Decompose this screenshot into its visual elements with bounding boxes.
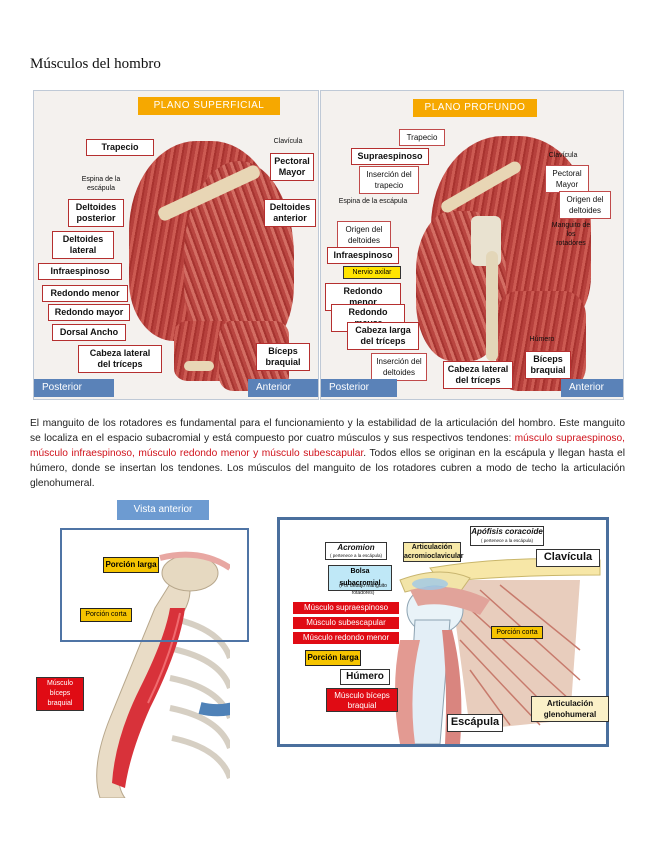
label-biceps-braquial: Bíceps braquial <box>256 343 310 371</box>
label-deltoides-anterior: Deltoides anterior <box>264 199 316 227</box>
label-musculo-redondo-menor: Músculo redondo menor <box>293 632 399 644</box>
label-origen-deltoides-left: Origen del deltoides <box>337 221 391 249</box>
superficial-footer-posterior: Posterior <box>34 379 114 397</box>
label-pectoral-mayor-deep: Pectoral Mayor <box>545 165 589 193</box>
superficial-footer-anterior: Anterior <box>248 379 319 397</box>
apofisis-title: Apófisis coracoide <box>471 527 543 536</box>
label-infraespinoso: Infraespinoso <box>38 263 122 280</box>
label-deltoides-lateral: Deltoides lateral <box>52 231 114 259</box>
label-infraespinoso-deep: Infraespinoso <box>327 247 399 264</box>
superficial-plane-panel: PLANO SUPERFICIAL Trapecio Clavícula Pec… <box>33 90 319 400</box>
label-origen-deltoides-right: Origen del deltoides <box>559 191 611 219</box>
label-musculo-supraespinoso: Músculo supraespinoso <box>293 602 399 614</box>
label-porcion-larga-left: Porción larga <box>103 557 159 573</box>
page-title: Músculos del hombro <box>30 56 161 73</box>
label-clavicula: Clavícula <box>268 137 308 146</box>
label-supraespinoso: Supraespinoso <box>351 148 429 165</box>
label-espina-escapula-deep: Espina de la escápula <box>335 197 411 206</box>
rotator-cuff-paragraph: El manguito de los rotadores es fundamen… <box>30 416 625 491</box>
label-cabeza-lateral-triceps: Cabeza lateral del tríceps <box>78 345 162 373</box>
label-musculo-subescapular: Músculo subescapular <box>293 617 399 629</box>
label-nervio-axilar: Nervio axilar <box>343 266 401 279</box>
acromion-subtitle: ( pertenece a la escápula) <box>326 552 386 560</box>
label-humero-joint: Húmero <box>340 669 390 685</box>
label-espina-escapula: Espina de la escápula <box>80 175 122 193</box>
vista-anterior-banner: Vista anterior <box>117 500 209 520</box>
label-cabeza-lateral-triceps-deep: Cabeza lateral del tríceps <box>443 361 513 389</box>
label-articulacion-acromioclavicular: Articulación acromioclavicular <box>403 542 461 562</box>
label-por-debajo-manguito: (Por debajo manguito rotadores) <box>338 583 388 597</box>
deep-footer-posterior: Posterior <box>321 379 397 397</box>
label-pectoral-mayor: Pectoral Mayor <box>270 153 314 181</box>
label-insercion-trapecio: Inserción del trapecio <box>359 166 419 194</box>
vista-anterior-box <box>60 528 249 642</box>
label-deltoides-posterior: Deltoides posterior <box>68 199 124 227</box>
label-trapecio: Trapecio <box>86 139 154 156</box>
label-articulacion-glenohumeral: Articulación glenohumeral <box>531 696 609 722</box>
label-clavicula-deep: Clavícula <box>543 151 583 160</box>
deep-plane-panel: PLANO PROFUNDO Trapecio Supraespinoso Cl… <box>320 90 624 400</box>
label-porcion-corta-right: Porción corta <box>491 626 543 639</box>
deep-footer-anterior: Anterior <box>561 379 624 397</box>
label-cabeza-larga-triceps: Cabeza larga del tríceps <box>347 322 419 350</box>
label-redondo-menor: Redondo menor <box>42 285 128 302</box>
deep-plane-banner: PLANO PROFUNDO <box>413 99 537 117</box>
acromion-title: Acromion <box>326 544 386 552</box>
label-apofisis-coracoide: Apófisis coracoide ( pertenece a la escá… <box>470 526 544 546</box>
label-biceps-braquial-deep: Bíceps braquial <box>525 351 571 379</box>
label-redondo-mayor: Redondo mayor <box>48 304 130 321</box>
biceps-arm-figure <box>30 498 230 798</box>
label-trapecio-deep: Trapecio <box>399 129 445 146</box>
label-insercion-deltoides: Inserción del deltoides <box>371 353 427 381</box>
label-clavicula-joint: Clavícula <box>536 549 600 567</box>
label-humero: Húmero <box>527 335 557 344</box>
label-musculo-biceps-left: Músculo bíceps braquial <box>36 677 84 711</box>
superficial-plane-banner: PLANO SUPERFICIAL <box>138 97 280 115</box>
label-acromion: Acromion ( pertenece a la escápula) <box>325 542 387 560</box>
label-manguito-rotadores: Manguito de los rotadores <box>551 221 591 248</box>
apofisis-subtitle: ( pertenece a la escápula) <box>471 536 543 545</box>
label-porcion-larga-right: Porción larga <box>305 650 361 666</box>
label-escapula: Escápula <box>447 714 503 732</box>
label-musculo-biceps-braquial: Músculo bíceps braquial <box>326 688 398 712</box>
label-porcion-corta-left: Porción corta <box>80 608 132 622</box>
label-dorsal-ancho: Dorsal Ancho <box>52 324 126 341</box>
